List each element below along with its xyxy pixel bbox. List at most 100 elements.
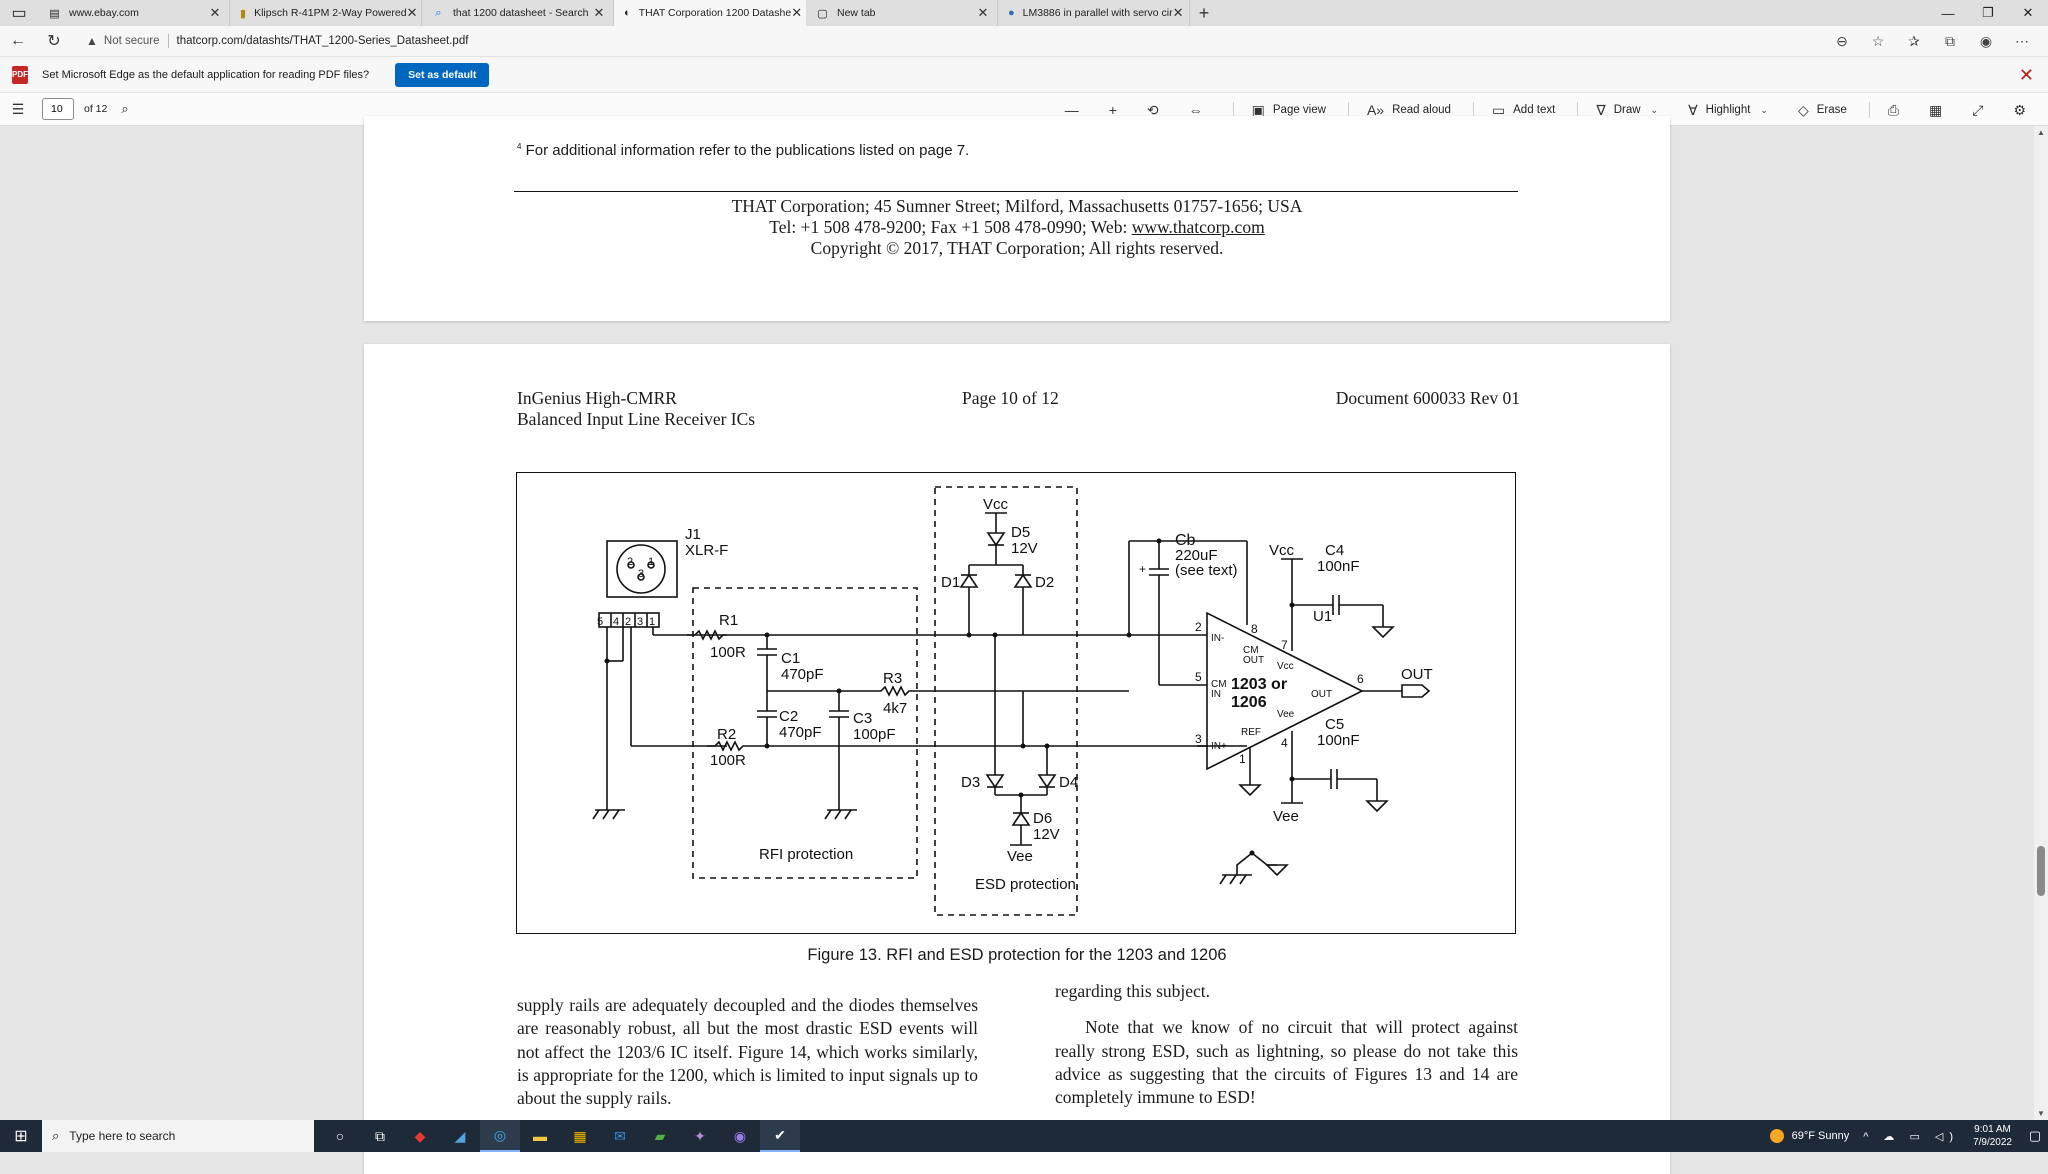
print-button[interactable]: ⎙ bbox=[1888, 102, 1907, 119]
restore-icon[interactable]: ❐ bbox=[1982, 5, 1994, 20]
read-aloud-button[interactable]: A»Read aloud bbox=[1367, 102, 1451, 118]
j1-label: J1 bbox=[685, 526, 701, 543]
add-text-button[interactable]: ▭Add text bbox=[1492, 102, 1555, 119]
search-icon[interactable]: ⌕ bbox=[121, 101, 129, 116]
pdf-viewer[interactable]: 4 For additional information refer to th… bbox=[0, 116, 2048, 1174]
footer-contact: Tel: +1 508 478-9200; Fax +1 508 478-099… bbox=[364, 217, 1670, 238]
scroll-down-icon[interactable]: ▼ bbox=[2037, 1109, 2045, 1118]
cortana-icon[interactable]: ○ bbox=[335, 1128, 345, 1144]
minimize-icon[interactable]: — bbox=[1941, 5, 1955, 21]
pin-3-number: 3 bbox=[1195, 732, 1202, 746]
close-icon[interactable]: ✕ bbox=[1172, 5, 1184, 20]
profile-avatar-icon[interactable]: ◉ bbox=[1979, 32, 1993, 49]
rfi-protection-box bbox=[692, 587, 918, 879]
chevron-down-icon[interactable]: ⌄ bbox=[1650, 104, 1659, 115]
scrollbar-thumb[interactable] bbox=[2037, 846, 2045, 896]
junction-dot bbox=[992, 632, 998, 638]
that-icon: ◐ bbox=[624, 7, 631, 19]
close-icon[interactable]: ✕ bbox=[791, 5, 803, 20]
address-bar[interactable]: ▲ Not secure thatcorp.com/datashts/THAT_… bbox=[86, 34, 468, 48]
highlight-button[interactable]: ∀Highlight⌄ bbox=[1688, 102, 1776, 119]
set-as-default-button[interactable]: Set as default bbox=[395, 62, 490, 87]
ground-symbol bbox=[592, 809, 600, 820]
schematic-diagram: J1 XLR-F 2 1 3 5 4 2 3 1 R1 100R C1 470p… bbox=[592, 486, 1433, 916]
opamp-u1 bbox=[1206, 611, 1364, 771]
new-tab-button[interactable]: + bbox=[1190, 0, 1218, 26]
page-view-button[interactable]: ▣Page view bbox=[1252, 102, 1326, 119]
footnote-number: 4 bbox=[517, 142, 522, 151]
url-text[interactable]: thatcorp.com/datashts/THAT_1200-Series_D… bbox=[176, 35, 469, 47]
junction-dot bbox=[1126, 632, 1132, 638]
add-favorite-icon[interactable]: ☆ bbox=[1871, 32, 1885, 49]
back-button[interactable]: ← bbox=[0, 26, 36, 56]
zoom-in-button[interactable]: + bbox=[1109, 102, 1125, 118]
app-icon[interactable]: ▰ bbox=[654, 1127, 666, 1144]
navigation-bar: ← ↻ ▲ Not secure thatcorp.com/datashts/T… bbox=[0, 26, 2048, 56]
pin-1-number: 1 bbox=[1239, 752, 1246, 766]
favorites-icon[interactable]: ✰ bbox=[1908, 32, 1920, 49]
start-button[interactable]: ⊞ bbox=[0, 1126, 42, 1146]
fullscreen-button[interactable]: ⤢ bbox=[1972, 102, 1991, 119]
footer-website-link[interactable]: www.thatcorp.com bbox=[1131, 217, 1265, 237]
tray-icons[interactable]: ^ ☁ ▭ ◁) bbox=[1863, 1130, 1960, 1143]
clock[interactable]: 9:01 AM 7/9/2022 bbox=[1973, 1123, 2012, 1149]
c1-value: 470pF bbox=[781, 666, 824, 683]
erase-button[interactable]: ◇Erase bbox=[1798, 102, 1847, 119]
acrobat-icon[interactable]: ◆ bbox=[414, 1127, 426, 1144]
close-icon[interactable]: ✕ bbox=[406, 5, 418, 20]
close-icon[interactable]: ✕ bbox=[209, 5, 221, 20]
tab-klipsch[interactable]: ▮ Klipsch R-41PM 2-Way Powered ✕ bbox=[230, 0, 422, 26]
fit-page-button[interactable]: ⇔ bbox=[1189, 102, 1211, 118]
app-icon[interactable]: ◉ bbox=[733, 1127, 747, 1144]
tab-search[interactable]: ⌕ that 1200 datasheet - Search ✕ bbox=[422, 0, 614, 26]
more-menu-icon[interactable]: ⋯ bbox=[2015, 32, 2029, 49]
close-icon[interactable]: ✕ bbox=[593, 5, 605, 20]
close-icon[interactable]: ✕ bbox=[977, 5, 989, 20]
edge-icon[interactable]: ◎ bbox=[480, 1120, 520, 1152]
store-icon[interactable]: ▦ bbox=[573, 1127, 587, 1144]
zoom-out-button[interactable]: — bbox=[1065, 102, 1087, 118]
refresh-button[interactable]: ↻ bbox=[36, 26, 72, 56]
app-icon[interactable]: ✔ bbox=[760, 1120, 800, 1152]
tab-that-datasheet[interactable]: ◐ THAT Corporation 1200 Datashe ✕ bbox=[614, 0, 806, 26]
paragraph: Note that we know of no circuit that wil… bbox=[1055, 1017, 1518, 1108]
table-of-contents-icon[interactable]: ☰ bbox=[11, 100, 25, 117]
file-explorer-icon[interactable]: ▬ bbox=[533, 1128, 547, 1144]
scroll-up-icon[interactable]: ▲ bbox=[2037, 128, 2045, 137]
page-icon: ▤ bbox=[49, 7, 60, 20]
refresh-icon: ↻ bbox=[47, 33, 61, 50]
tab-new-tab[interactable]: ▢ New tab ✕ bbox=[806, 0, 998, 26]
close-icon[interactable]: ✕ bbox=[2018, 65, 2034, 85]
app-icon[interactable]: ◢ bbox=[454, 1127, 466, 1144]
window-close-icon[interactable]: ✕ bbox=[2022, 5, 2034, 20]
rotate-button[interactable]: ⟲ bbox=[1147, 102, 1167, 119]
vertical-scrollbar[interactable]: ▲ ▼ bbox=[2034, 126, 2048, 1120]
pdf-page-10: InGenius High-CMRR Balanced Input Line R… bbox=[364, 344, 1670, 1174]
tab-actions-button[interactable]: ▭ bbox=[0, 0, 38, 26]
save-button[interactable]: ▦ bbox=[1929, 102, 1950, 119]
mail-icon[interactable]: ✉ bbox=[614, 1127, 626, 1144]
collections-icon[interactable]: ⧉ bbox=[1945, 32, 1955, 49]
junction-dot bbox=[1289, 776, 1295, 782]
draw-button[interactable]: ∇Draw⌄ bbox=[1596, 102, 1666, 119]
tab-ebay[interactable]: ▤ www.ebay.com ✕ bbox=[38, 0, 230, 26]
notification-icon[interactable]: ▢ bbox=[2028, 1128, 2042, 1143]
taskbar-search-box[interactable]: ⌕ Type here to search bbox=[42, 1120, 314, 1152]
r3-label: R3 bbox=[883, 670, 902, 687]
app-icon[interactable]: ✦ bbox=[694, 1127, 706, 1144]
page-number-input[interactable] bbox=[42, 98, 74, 120]
weather-widget[interactable]: 69°F Sunny bbox=[1769, 1129, 1849, 1143]
cm-in-label-2: IN bbox=[1211, 689, 1221, 700]
tab-lm3886[interactable]: ● LM3886 in parallel with servo cir ✕ bbox=[998, 0, 1190, 26]
footer-address: THAT Corporation; 45 Sumner Street; Milf… bbox=[731, 196, 1303, 216]
ground-symbol bbox=[1229, 874, 1237, 885]
chevron-down-icon[interactable]: ⌄ bbox=[1760, 104, 1768, 115]
settings-button[interactable]: ⚙ bbox=[2013, 102, 2034, 119]
plus-icon: + bbox=[1198, 2, 1210, 23]
task-view-icon[interactable]: ⧉ bbox=[375, 1127, 385, 1144]
tab-title: THAT Corporation 1200 Datashe bbox=[638, 7, 792, 19]
junction-dot bbox=[1044, 743, 1050, 749]
junction-dot bbox=[1020, 743, 1026, 749]
zoom-icon[interactable]: ⊖ bbox=[1836, 32, 1848, 49]
junction-dot bbox=[764, 632, 770, 638]
